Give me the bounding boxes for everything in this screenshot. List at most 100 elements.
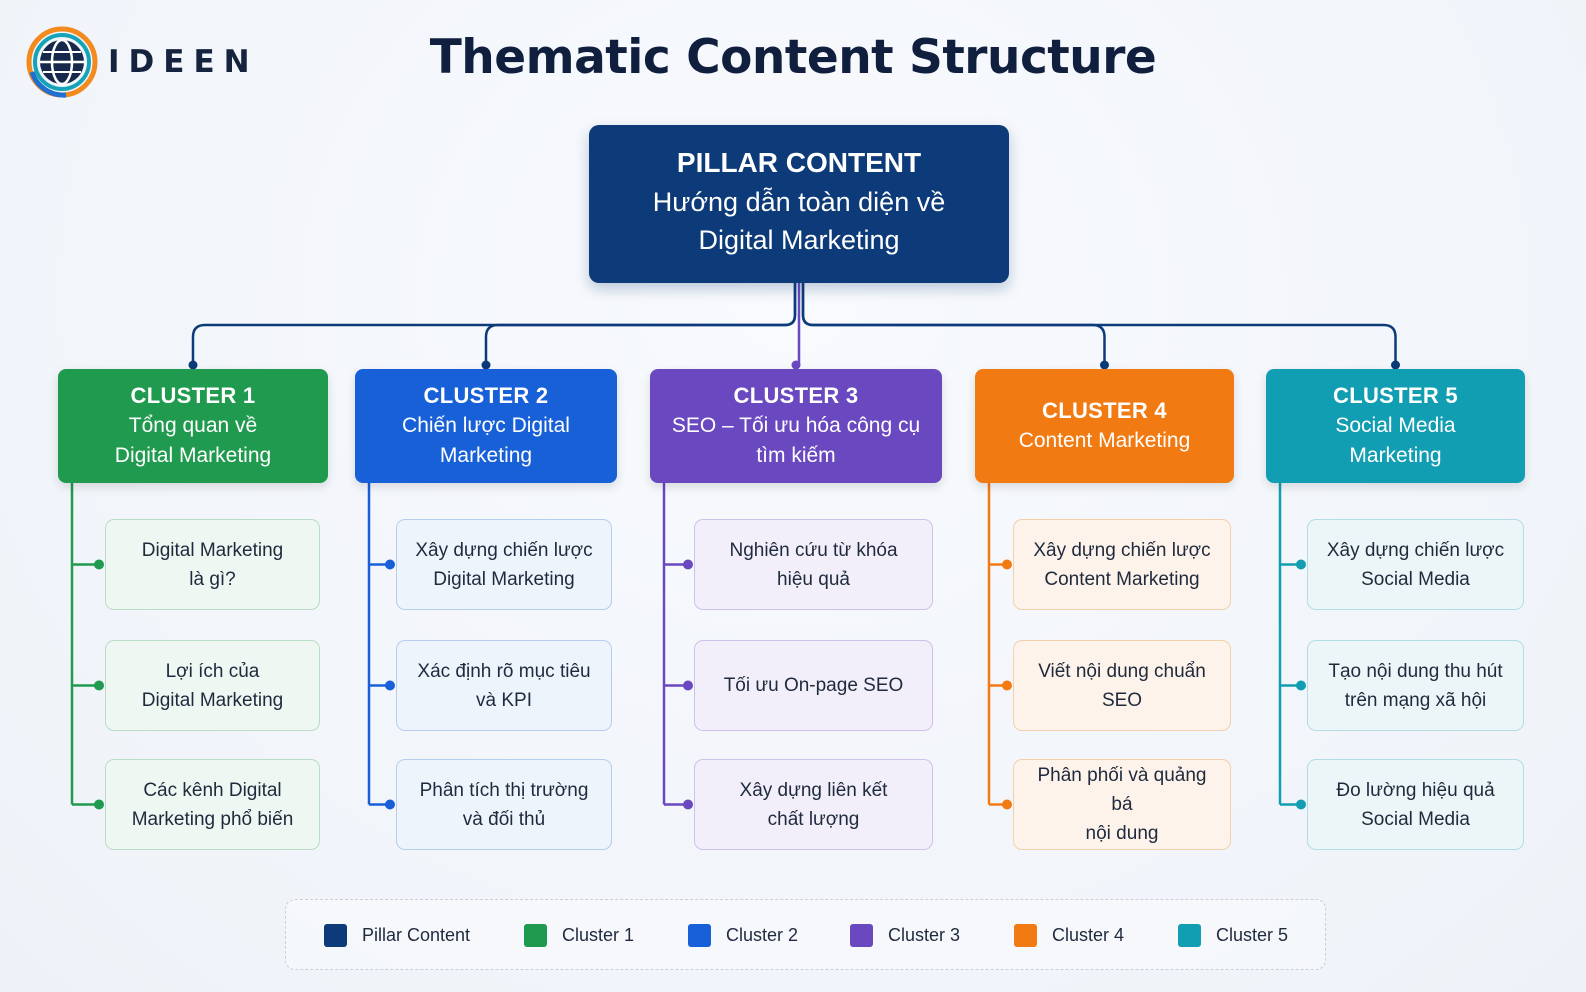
topic-line-2: Content Marketing [1044,568,1200,590]
cluster-line-2: Marketing [439,444,533,467]
legend-item-cluster-5: Cluster 5 [1178,924,1288,947]
topic-line-2: Social Media [1361,568,1470,590]
topic-line-1: Tạo nội dung thu hút [1328,660,1503,682]
topic-connector-dot [385,799,395,810]
topic-line-2: và KPI [476,689,532,711]
cluster-2-box: CLUSTER 2 Chiến lược Digital Marketing [355,369,617,483]
cluster-line-2: Marketing [1349,444,1442,467]
topic-line-2: chất lượng [767,808,860,830]
legend-label: Pillar Content [362,925,471,945]
topic-connector-dot [683,559,693,570]
cluster-line-1: Social Media [1335,414,1456,437]
topic-line-2: nội dung [1085,823,1159,844]
topic-connector-dot [683,680,693,691]
cluster-heading: CLUSTER 5 [1333,383,1458,408]
cluster-1-box: CLUSTER 1 Tổng quan về Digital Marketing [58,369,328,483]
topic-line-1: Xây dựng chiến lược [1326,539,1505,561]
legend: Pillar Content Cluster 1 Cluster 2 Clust… [285,899,1326,970]
page-title: Thematic Content Structure [429,30,1157,85]
legend-swatch [324,924,347,947]
cluster-heading: CLUSTER 4 [1042,398,1167,423]
topic-line-1: Nghiên cứu từ khóa [729,539,898,561]
pillar-line-2: Digital Marketing [698,225,900,255]
topic-box: Tối ưu On-page SEO [694,640,933,731]
topic-line-2: và đối thủ [462,808,546,830]
topic-line-1: Viết nội dung chuẩn [1038,660,1206,682]
legend-swatch [1014,924,1037,947]
legend-item-cluster-2: Cluster 2 [688,924,798,947]
topic-line-1: Lợi ích của [165,660,260,682]
cluster-heading: CLUSTER 3 [733,383,859,408]
connector-pillar-to-cluster [801,283,1106,365]
cluster-5-box: CLUSTER 5 Social Media Marketing [1266,369,1525,483]
topic-connector-dot [1296,559,1306,570]
legend-swatch [688,924,711,947]
cluster-line-2: Digital Marketing [114,444,272,467]
topic-box: Xác định rõ mục tiêu và KPI [396,640,612,731]
topic-connector-dot [1002,680,1012,691]
legend-item-cluster-1: Cluster 1 [524,924,634,947]
legend-swatch [524,924,547,947]
topic-connector-dot [94,559,104,570]
topic-connector-dot [1296,680,1306,691]
topic-connector-dot [385,559,395,570]
cluster-line-2: tìm kiếm [756,444,836,467]
pillar-line-1: Hướng dẫn toàn diện về [652,187,946,217]
topic-connector-dot [1296,799,1306,810]
legend-label: Cluster 2 [726,925,799,945]
legend-label: Cluster 3 [888,925,961,945]
connector-pillar-to-cluster [801,283,1397,365]
topic-connector-dot [94,680,104,691]
topic-connector-dot [1002,559,1012,570]
pillar-content-box: PILLAR CONTENT Hướng dẫn toàn diện về Di… [589,125,1009,283]
brand-name: IDEEN [108,44,259,80]
legend-item-pillar: Pillar Content [324,924,470,947]
legend-item-cluster-3: Cluster 3 [850,924,960,947]
topic-box: Tạo nội dung thu hút trên mạng xã hội [1307,640,1524,731]
topic-connector-dot [94,799,104,810]
topic-connector-dot [1002,799,1012,810]
cluster-line-1: Tổng quan về [128,414,258,437]
topic-line-2: là gì? [189,568,236,590]
cluster-heading: CLUSTER 1 [130,383,256,408]
topic-line-2: SEO [1101,689,1143,711]
topic-line-2: Digital Marketing [141,689,284,711]
topic-line-2: trên mạng xã hội [1344,689,1487,711]
cluster-4-box: CLUSTER 4 Content Marketing [975,369,1234,483]
legend-swatch [850,924,873,947]
ideen-logo-icon [26,26,98,98]
legend-label: Cluster 1 [562,925,635,945]
cluster-heading: CLUSTER 2 [423,383,549,408]
cluster-line-1: Content Marketing [1018,429,1191,452]
topic-line-2: Digital Marketing [433,568,575,590]
connector-pillar-to-cluster [191,283,797,365]
topic-line-2: Marketing phổ biến [131,808,294,830]
topic-box: Nghiên cứu từ khóa hiệu quả [694,519,933,610]
topic-line-1: Xây dựng chiến lược [1033,539,1211,561]
topic-line-1: Xây dựng liên kết [739,779,888,801]
cluster-line-1: SEO – Tối ưu hóa công cụ [671,414,921,437]
pillar-heading: PILLAR CONTENT [676,147,922,178]
topic-connector-dot [683,799,693,810]
legend-item-cluster-4: Cluster 4 [1014,924,1124,947]
legend-swatch [1178,924,1201,947]
topic-connector-dot [385,680,395,691]
topic-line-1: Tối ưu On-page SEO [723,675,904,696]
topic-box: Xây dựng liên kết chất lượng [694,759,933,850]
topic-line-1: Các kênh Digital [143,779,282,801]
topic-line-2: hiệu quả [777,568,850,590]
topic-line-1: Xác định rõ mục tiêu [417,660,591,682]
topic-line-1: Xây dựng chiến lược [415,539,593,561]
legend-label: Cluster 4 [1052,925,1125,945]
topic-line-2: Social Media [1361,808,1470,830]
